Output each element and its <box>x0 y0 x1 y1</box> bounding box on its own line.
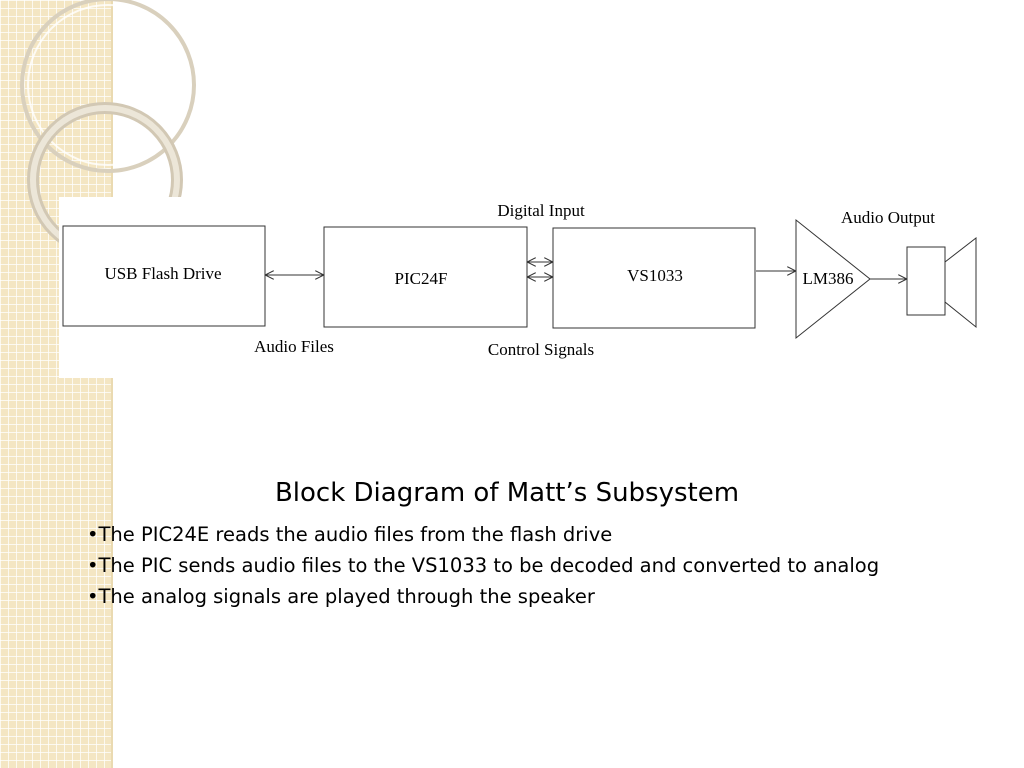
bullet-item: •The PIC24E reads the audio files from t… <box>87 523 613 546</box>
vs1033-label: VS1033 <box>627 266 683 285</box>
usb-flash-drive-block <box>62 225 266 327</box>
bullet-list: •The PIC24E reads the audio files from t… <box>87 519 879 612</box>
pic24f-label: PIC24F <box>395 269 448 288</box>
lm386-label: LM386 <box>803 269 854 288</box>
pic24f-block <box>323 226 528 328</box>
control-signals-label: Control Signals <box>488 340 594 359</box>
audio-output-label: Audio Output <box>841 208 935 227</box>
bullet-item: •The analog signals are played through t… <box>87 585 595 608</box>
usb-flash-drive-label: USB Flash Drive <box>104 264 221 283</box>
lm386-amplifier-block <box>795 218 871 340</box>
audio-files-label: Audio Files <box>254 337 334 356</box>
speaker-icon <box>906 236 977 329</box>
vs1033-block <box>552 227 756 329</box>
slide-title: Block Diagram of Matt’s Subsystem <box>274 478 740 508</box>
digital-input-label: Digital Input <box>497 201 585 220</box>
decorative-ring-large <box>20 0 196 173</box>
bullet-item: •The PIC sends audio files to the VS1033… <box>87 554 880 577</box>
block-diagram: USB Flash Drive Audio Files PIC24F Digit… <box>62 201 977 359</box>
decorative-ring-large-highlight <box>27 4 189 166</box>
speaker-cone <box>944 236 977 329</box>
speaker-body <box>906 246 946 316</box>
